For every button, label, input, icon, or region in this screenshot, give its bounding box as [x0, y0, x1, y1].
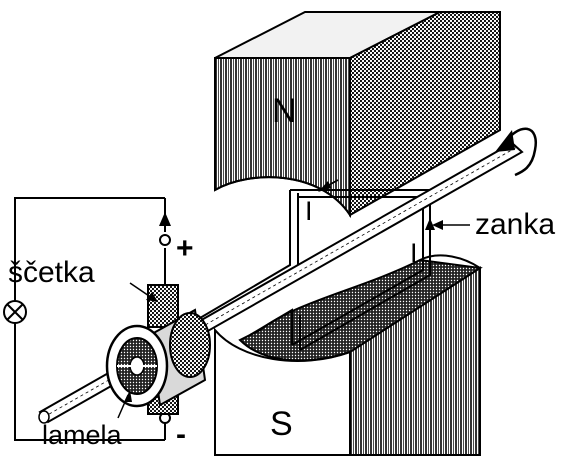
- north-magnet: [214, 11, 501, 219]
- lamp-icon: [3, 300, 27, 324]
- brush-label: ščetka: [8, 256, 95, 289]
- plus-sign: +: [176, 232, 194, 265]
- south-pole-label: S: [270, 405, 293, 443]
- label-leaders: [117, 220, 470, 419]
- current-label-right: I: [410, 238, 418, 268]
- top-brush: [147, 284, 179, 328]
- current-arrow-right: [425, 218, 435, 250]
- minus-sign: -: [176, 418, 186, 451]
- current-label-top: I: [305, 196, 313, 226]
- rotation-direction-arrow: [495, 127, 538, 177]
- current-arrow-top: [318, 179, 339, 192]
- plus-terminal: [159, 234, 171, 246]
- loop-label: zanka: [475, 208, 555, 241]
- north-pole-label: N: [272, 92, 297, 130]
- commutator: [105, 308, 211, 408]
- segment-label: lamela: [42, 420, 123, 450]
